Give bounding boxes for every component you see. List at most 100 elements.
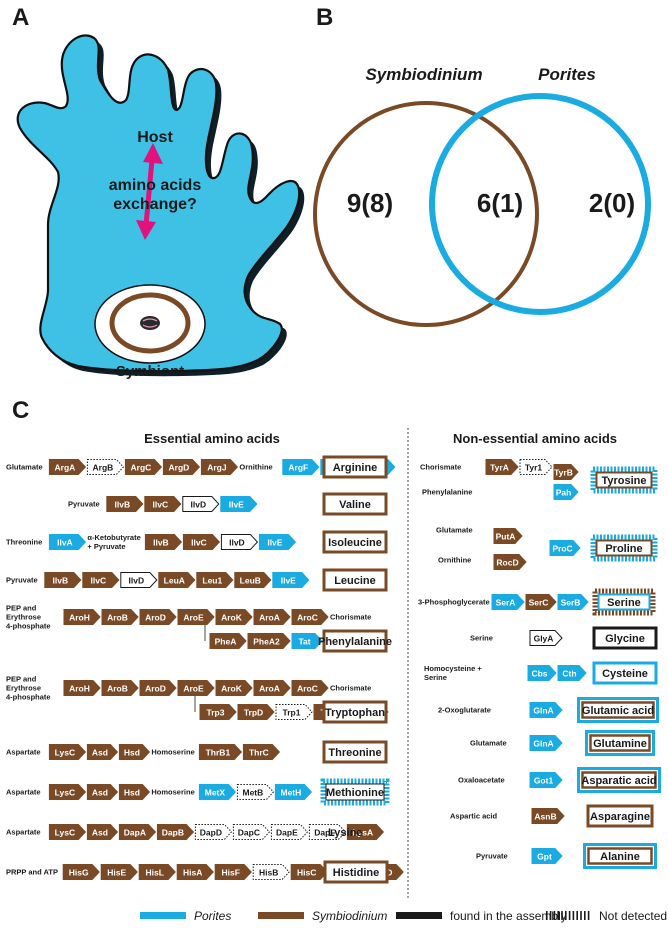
enzyme-arrow-hise: HisE [100,864,138,880]
substrate-label: Pyruvate [6,576,38,585]
enzyme-label: DapE [276,827,298,837]
exchange-label-line2: exchange? [113,196,197,213]
enzyme-label: HisA [183,867,202,877]
product-box-serine: Serine [592,588,656,616]
enzyme-arrow-arob: AroB [101,680,139,696]
enzyme-label: ThrC [249,747,269,757]
legend-symbiodinium-swatch [258,912,304,919]
enzyme-arrow-ilvd: IlvD [220,534,259,550]
enzyme-arrow-lysc: LysC [48,824,87,840]
enzyme-label: HisF [221,867,239,877]
venn-shared-count: 6(1) [477,188,523,218]
enzyme-label: DapC [238,827,260,837]
product-box-cysteine: Cysteine [592,661,658,685]
substrate-label: Glutamate [470,739,507,748]
product-label: Lysine [328,827,362,839]
product-label: Asparagine [590,811,650,823]
enzyme-label: AroA [259,683,280,693]
enzyme-label: AsnB [534,811,556,821]
legend-porites-swatch [140,912,186,919]
panel-c: C Essential amino acids Non-essential am… [6,397,661,898]
enzyme-arrow-thrc: ThrC [242,744,281,760]
enzyme-label: MetH [281,787,302,797]
substrate-label: Aspartic acid [450,812,498,821]
enzyme-arrow-arod: AroD [139,609,177,625]
substrate-label: Ornithine [438,556,471,565]
enzyme-label: Cth [562,668,576,678]
venn-symbiodinium-circle [313,101,539,327]
enzyme-label: DapB [162,827,184,837]
enzyme-label: AroD [145,683,166,693]
enzyme-label: AroB [107,612,128,622]
enzyme-arrow-aroe: AroE [177,609,215,625]
enzyme-label: IlvC [91,575,107,585]
enzyme-arrow-ilva: IlvA [48,534,87,550]
essential-title: Essential amino acids [144,431,280,446]
enzyme-arrow-proc: ProC [549,540,581,556]
product-box-alanine: Alanine [583,843,657,869]
enzyme-arrow-phea2: PheA2 [247,633,291,649]
product-box-arginine: Arginine [322,455,388,479]
enzyme-label: HisE [107,867,126,877]
enzyme-arrow-hisa: HisA [176,864,214,880]
enzyme-label: Hsd [124,787,140,797]
product-label: Alanine [600,851,640,863]
enzyme-arrow-asnb: AsnB [531,808,565,824]
legend-notdetected-swatch [546,911,590,920]
product-label: Methionine [326,787,384,799]
enzyme-arrow-glya: GlyA [529,630,563,646]
panel-b: B Symbiodinium Porites 9(8) 6(1) 2(0) [313,4,651,327]
enzyme-label: ArgD [169,462,190,472]
symbiont-label: Symbiont [116,363,184,380]
enzyme-arrow-tat: Tat [291,633,323,649]
enzyme-label: HisG [69,867,89,877]
enzyme-arrow-glna: GlnA [529,702,563,718]
enzyme-label: AroE [183,612,204,622]
enzyme-arrow-ilvc: IlvC [82,572,120,588]
substrate-label: Homoserine [151,748,194,757]
enzyme-label: AroE [183,683,204,693]
enzyme-arrow-ilvc: IlvC [144,496,182,512]
enzyme-label: LeuB [240,575,261,585]
enzyme-arrow-hisf: HisF [214,864,252,880]
enzyme-label: LysC [55,827,75,837]
enzyme-label: IlvB [153,537,169,547]
enzyme-label: HisB [259,867,278,877]
enzyme-label: SerB [561,597,581,607]
venn-porites-circle [429,93,651,315]
enzyme-arrow-ilvb: IlvB [44,572,82,588]
nonessential-pathway-asparagine: Aspartic acid AsnB Asparagine [450,804,654,828]
venn-right-title: Porites [538,65,596,84]
enzyme-arrow-trp1: Trp1 [275,704,313,720]
enzyme-arrow-leu1: Leu1 [196,572,234,588]
substrate-label: Aspartate [6,788,41,797]
product-label: Valine [339,499,371,511]
enzyme-label: AroH [69,683,90,693]
enzyme-arrow-ilvd: IlvD [182,496,220,512]
panel-b-label: B [316,4,333,31]
enzyme-arrow-arok: AroK [215,609,253,625]
enzyme-arrow-asd: Asd [86,784,119,800]
enzyme-label: IlvB [53,575,69,585]
enzyme-arrow-metb: MetB [236,784,275,800]
enzyme-arrow-hsd: Hsd [118,744,151,760]
enzyme-arrow-ilve: IlvE [258,534,297,550]
enzyme-label: Tat [298,636,310,646]
enzyme-arrow-puta: PutA [493,528,523,544]
substrate-label: PRPP and ATP [6,868,58,877]
enzyme-label: HisL [145,867,163,877]
enzyme-label: AroC [297,683,318,693]
enzyme-arrow-dapd: DapD [194,824,233,840]
product-box-proline: Proline [590,534,658,562]
product-label: Isoleucine [328,537,382,549]
enzyme-label: Asd [92,747,108,757]
product-box-threonine: Threonine [322,740,388,764]
enzyme-label: AroD [145,612,166,622]
product-label: Proline [605,543,642,555]
